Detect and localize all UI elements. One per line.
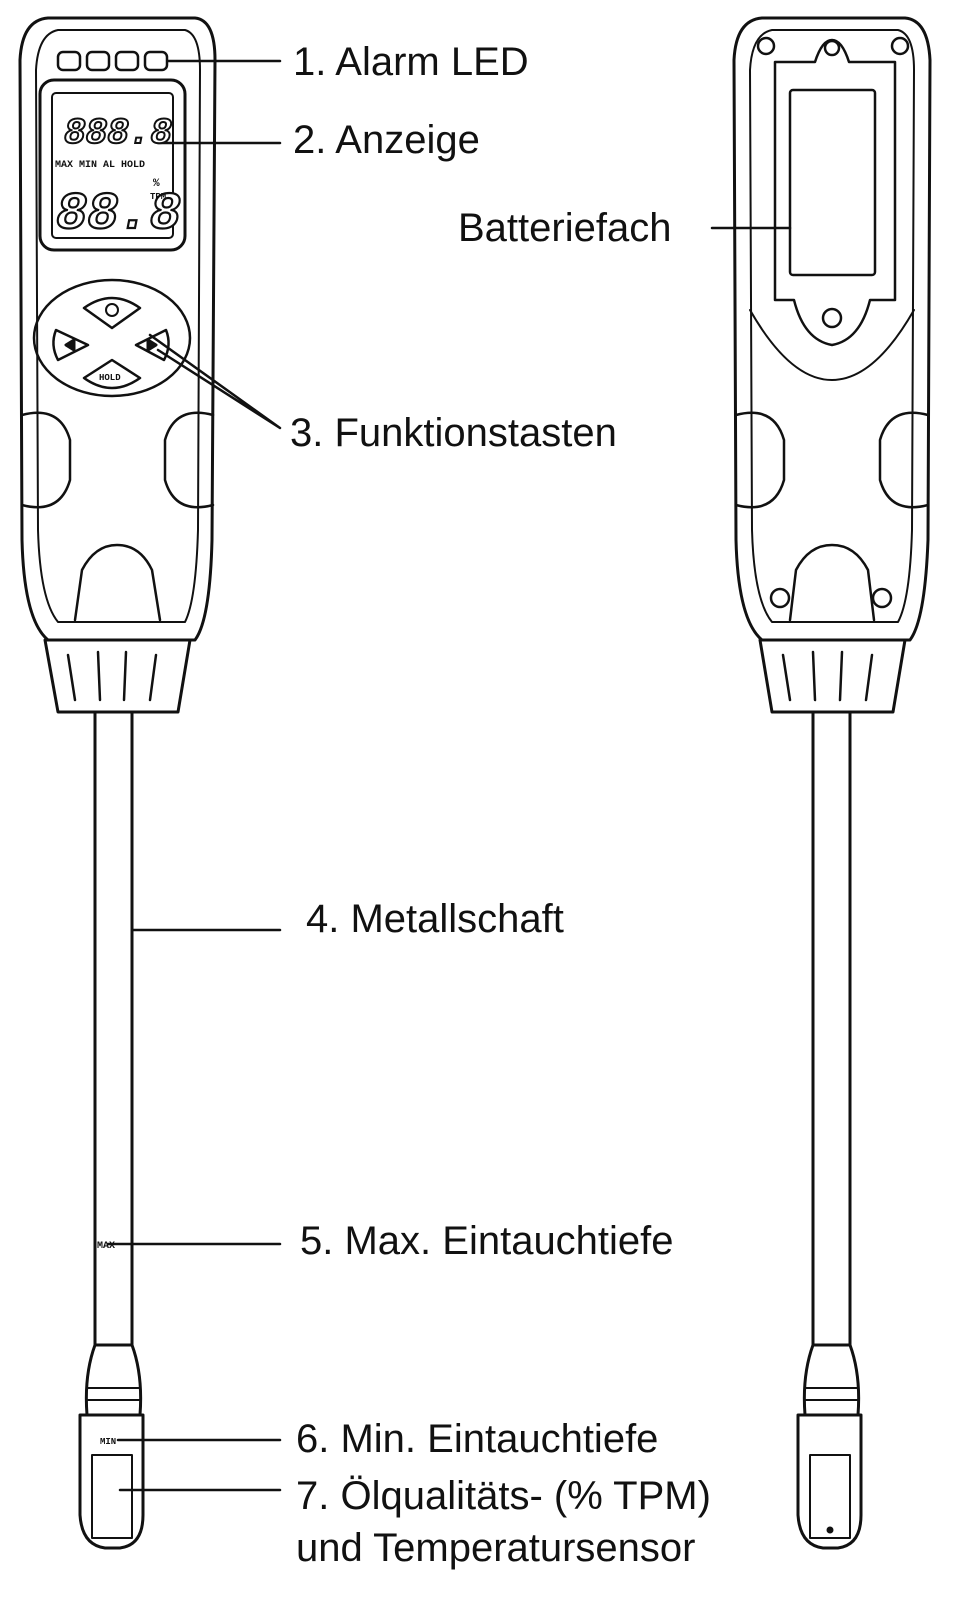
label-keys: 3. Funktionstasten (290, 411, 617, 455)
label-min-depth: 6. Min. Eintauchtiefe (296, 1417, 659, 1461)
back-grip-right (878, 411, 930, 509)
back-body-outline (732, 16, 932, 642)
front-body-outline (18, 16, 217, 642)
front-lcd-screen (51, 92, 174, 239)
screw-top-center-icon (823, 39, 841, 57)
screw-bottom-right-icon (871, 587, 893, 609)
left-arrow-icon (64, 338, 76, 352)
left-key (52, 328, 90, 362)
battery-door (773, 38, 897, 347)
hold-key-outline (82, 358, 142, 390)
label-alarm-led: 1. Alarm LED (293, 40, 529, 84)
front-keypad-ring (32, 278, 192, 398)
screw-top-left-icon (756, 36, 776, 56)
right-arrow-icon (146, 338, 158, 352)
lcd-unit-tpm: TPM (150, 192, 166, 202)
screw-door-bottom-icon (821, 307, 843, 329)
label-sensor-line1: 7. Ölqualitäts- (% TPM) (296, 1474, 711, 1518)
back-sensor-housing (796, 1413, 863, 1550)
label-max-depth: 5. Max. Eintauchtiefe (300, 1219, 674, 1263)
back-collar-ribs (781, 650, 874, 702)
front-body-inner (35, 29, 201, 623)
front-tip-taper (84, 1343, 143, 1417)
front-sensor-housing (78, 1413, 145, 1550)
front-led-1 (56, 50, 82, 72)
back-body-inner (749, 29, 915, 623)
back-hood (788, 543, 876, 622)
front-collar-ribs (66, 650, 158, 702)
lcd-top-readout: 888.8 (64, 113, 172, 154)
screw-bottom-left-icon (769, 587, 791, 609)
front-led-3 (114, 50, 140, 72)
front-hood (73, 543, 162, 622)
label-sensor-line2: und Temperatursensor (296, 1526, 696, 1570)
back-collar (758, 638, 907, 714)
lcd-bottom-readout: 88.8 (56, 185, 181, 244)
power-icon (105, 303, 119, 317)
shaft-min-mark: MIN (100, 1437, 116, 1447)
front-led-4 (143, 50, 169, 72)
label-battery: Batteriefach (458, 206, 672, 250)
front-sensor-window (91, 1454, 133, 1539)
label-display: 2. Anzeige (293, 118, 480, 162)
front-led-2 (85, 50, 111, 72)
back-sensor-dot (826, 1526, 834, 1534)
front-grip-left (20, 411, 72, 509)
front-lcd-frame (38, 78, 187, 252)
leader-lines (106, 59, 792, 1492)
back-device (732, 16, 932, 1550)
leader-keys (148, 333, 282, 430)
back-grip-left (734, 411, 786, 509)
label-shaft: 4. Metallschaft (306, 897, 564, 941)
back-tip-taper (802, 1343, 861, 1417)
lcd-row-labels: MAX MIN AL HOLD (55, 160, 145, 171)
back-sensor-window (809, 1454, 851, 1539)
front-collar (43, 638, 192, 714)
front-device (18, 16, 217, 1550)
shaft-max-mark: MAX (97, 1241, 115, 1252)
front-grip-right (163, 411, 215, 509)
lcd-unit-percent: % (153, 178, 160, 190)
front-tip-rings (86, 1387, 141, 1401)
power-key (82, 296, 142, 330)
hold-key-label: HOLD (99, 373, 121, 383)
back-tip-rings (804, 1387, 859, 1401)
screw-top-right-icon (890, 36, 910, 56)
back-contour (749, 309, 915, 381)
battery-door-window (788, 88, 877, 277)
